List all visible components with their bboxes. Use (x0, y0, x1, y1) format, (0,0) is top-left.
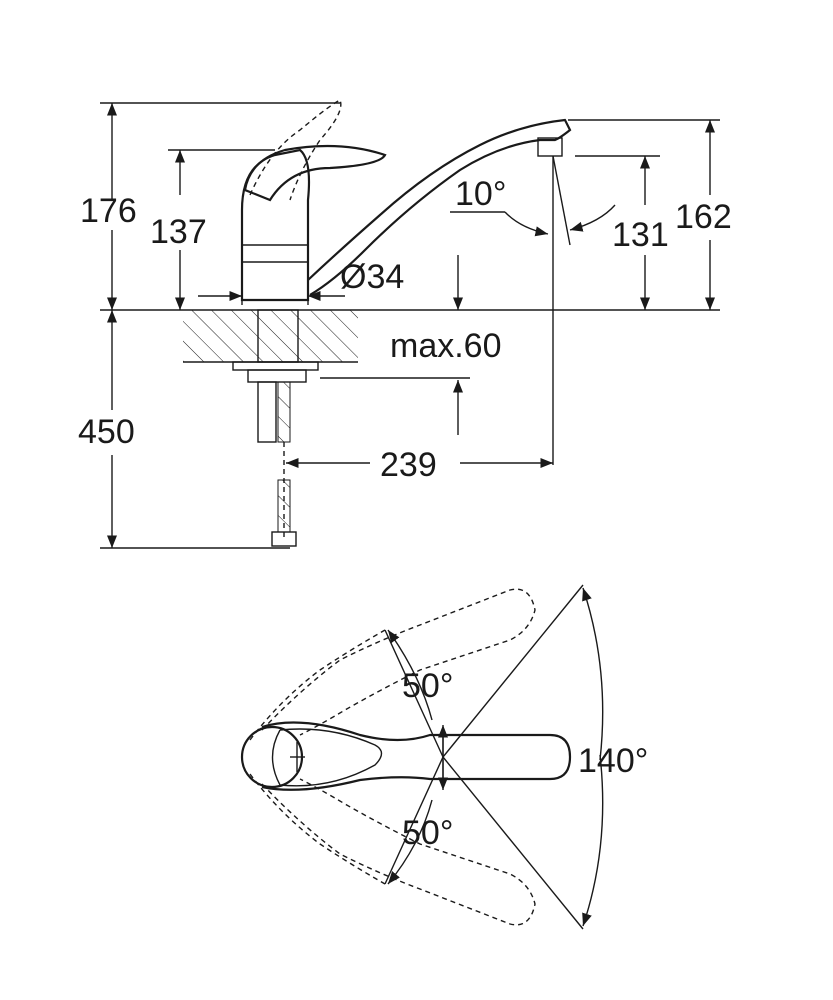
dim-176-label: 176 (80, 192, 137, 230)
dim-10deg-label: 10° (455, 175, 506, 213)
dim-137-label: 137 (150, 213, 207, 251)
dim-450-label: 450 (78, 413, 135, 451)
lever-top (261, 721, 572, 791)
threaded-rod (257, 381, 277, 443)
side-view: 176 137 Ø34 10° 131 162 max.60 (78, 99, 732, 549)
angle-total-label: 140° (578, 742, 648, 780)
hose-nut (271, 531, 297, 547)
dim-max60-label: max.60 (390, 327, 502, 365)
countertop-hatch (183, 310, 358, 362)
dim-239-label: 239 (380, 446, 437, 484)
lever-rotated-down-outline (261, 778, 536, 926)
aerator (537, 137, 563, 157)
supply-hose (277, 381, 291, 443)
dim-162-label: 162 (675, 198, 732, 236)
lever-rotated-up-outline (261, 588, 536, 736)
lever-raised-outline (249, 99, 342, 201)
top-view: 50° 50° 140° (240, 584, 648, 930)
angle-upper-label: 50° (402, 667, 453, 705)
faucet-spout (307, 118, 572, 296)
dim-d34-label: Ø34 (340, 258, 404, 296)
angle-lower-label: 50° (402, 814, 453, 852)
faucet-lever (243, 144, 387, 202)
mounting-plate (232, 361, 319, 371)
dim-131-label: 131 (612, 216, 669, 254)
